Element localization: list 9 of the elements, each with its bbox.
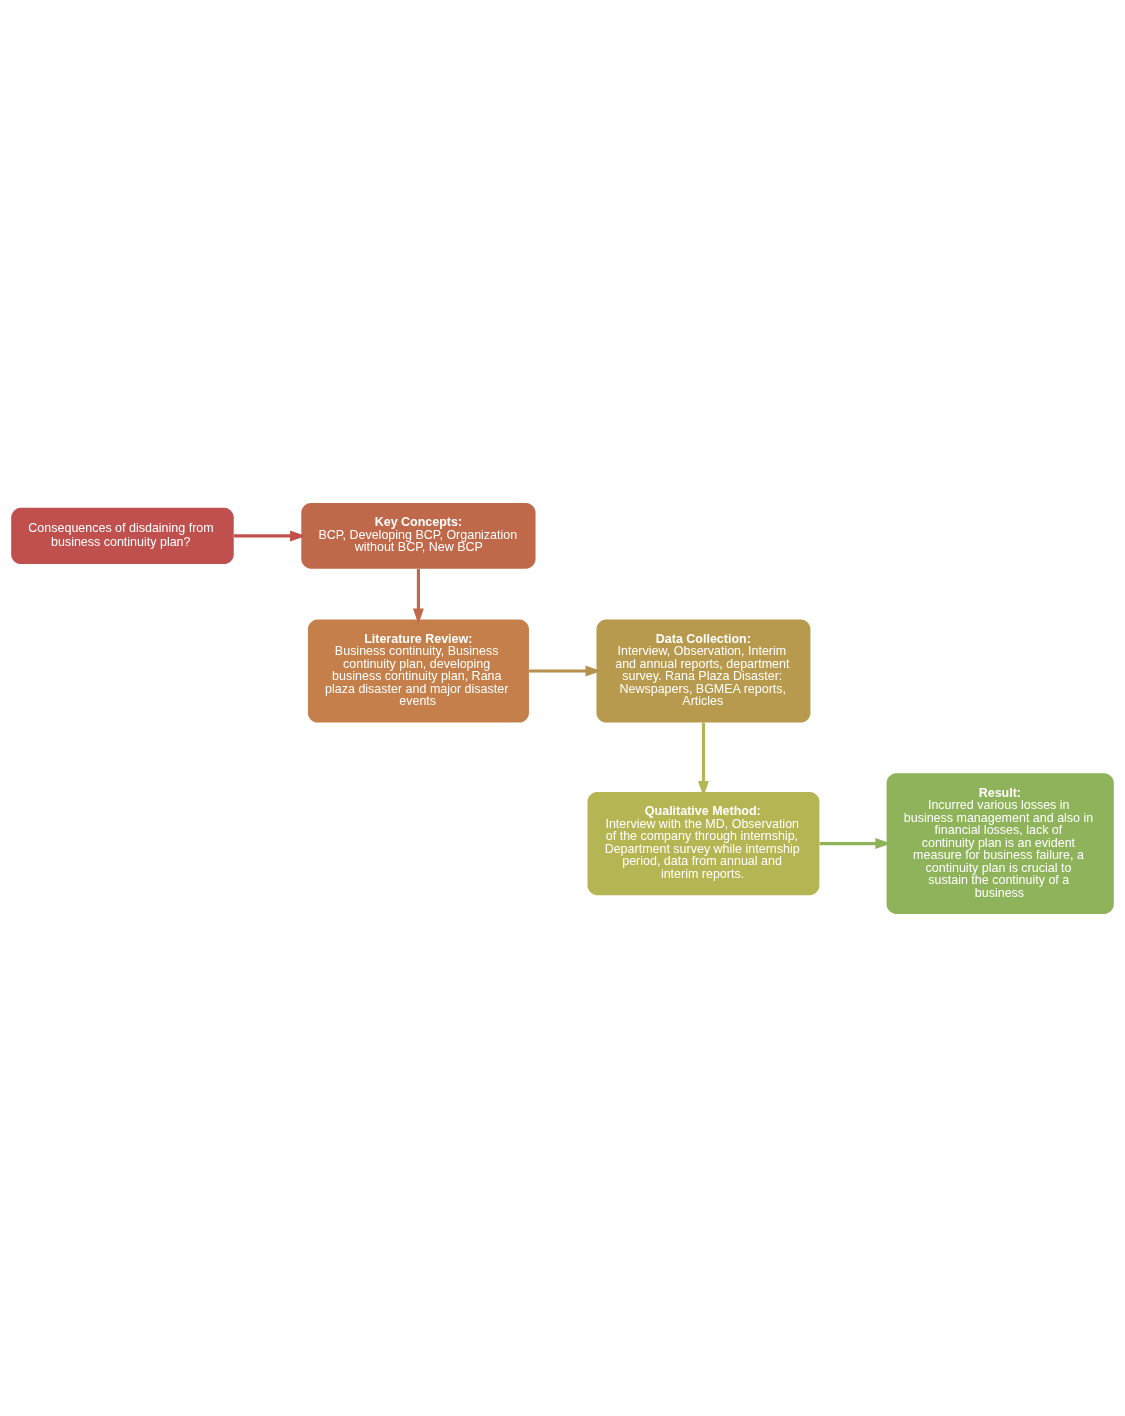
node-box: Literature Review: Business continuity, Business continuity plan, developing business continuity plan, Rana plaza disaster and major disaster events [307,619,529,723]
node-box: Result: Incurred various losses in business management and also in financial losses, lack of continuity plan is an evident measure for business failure, a continuity plan is crucial to sustain the continuity of a business [886,772,1114,914]
arrow [528,665,602,676]
arrow [412,568,424,624]
node-box: Consequences of disdaining from business continuity plan? [11,507,234,564]
node-box: Data Collection: Interview, Observation, Interim and annual reports, department survey. Rana Plaza Disaster: Newspapers, BGMEA reports, Articles [596,619,811,723]
arrow [234,529,306,541]
node-box: Qualitative Method: Interview with the MD, Observation of the company through internship, Department survey while internship period, data from annual and interim reports. [587,791,820,895]
node-box: Key Concepts: BCP, Developing BCP, Organization without BCP, New BCP [301,502,536,569]
